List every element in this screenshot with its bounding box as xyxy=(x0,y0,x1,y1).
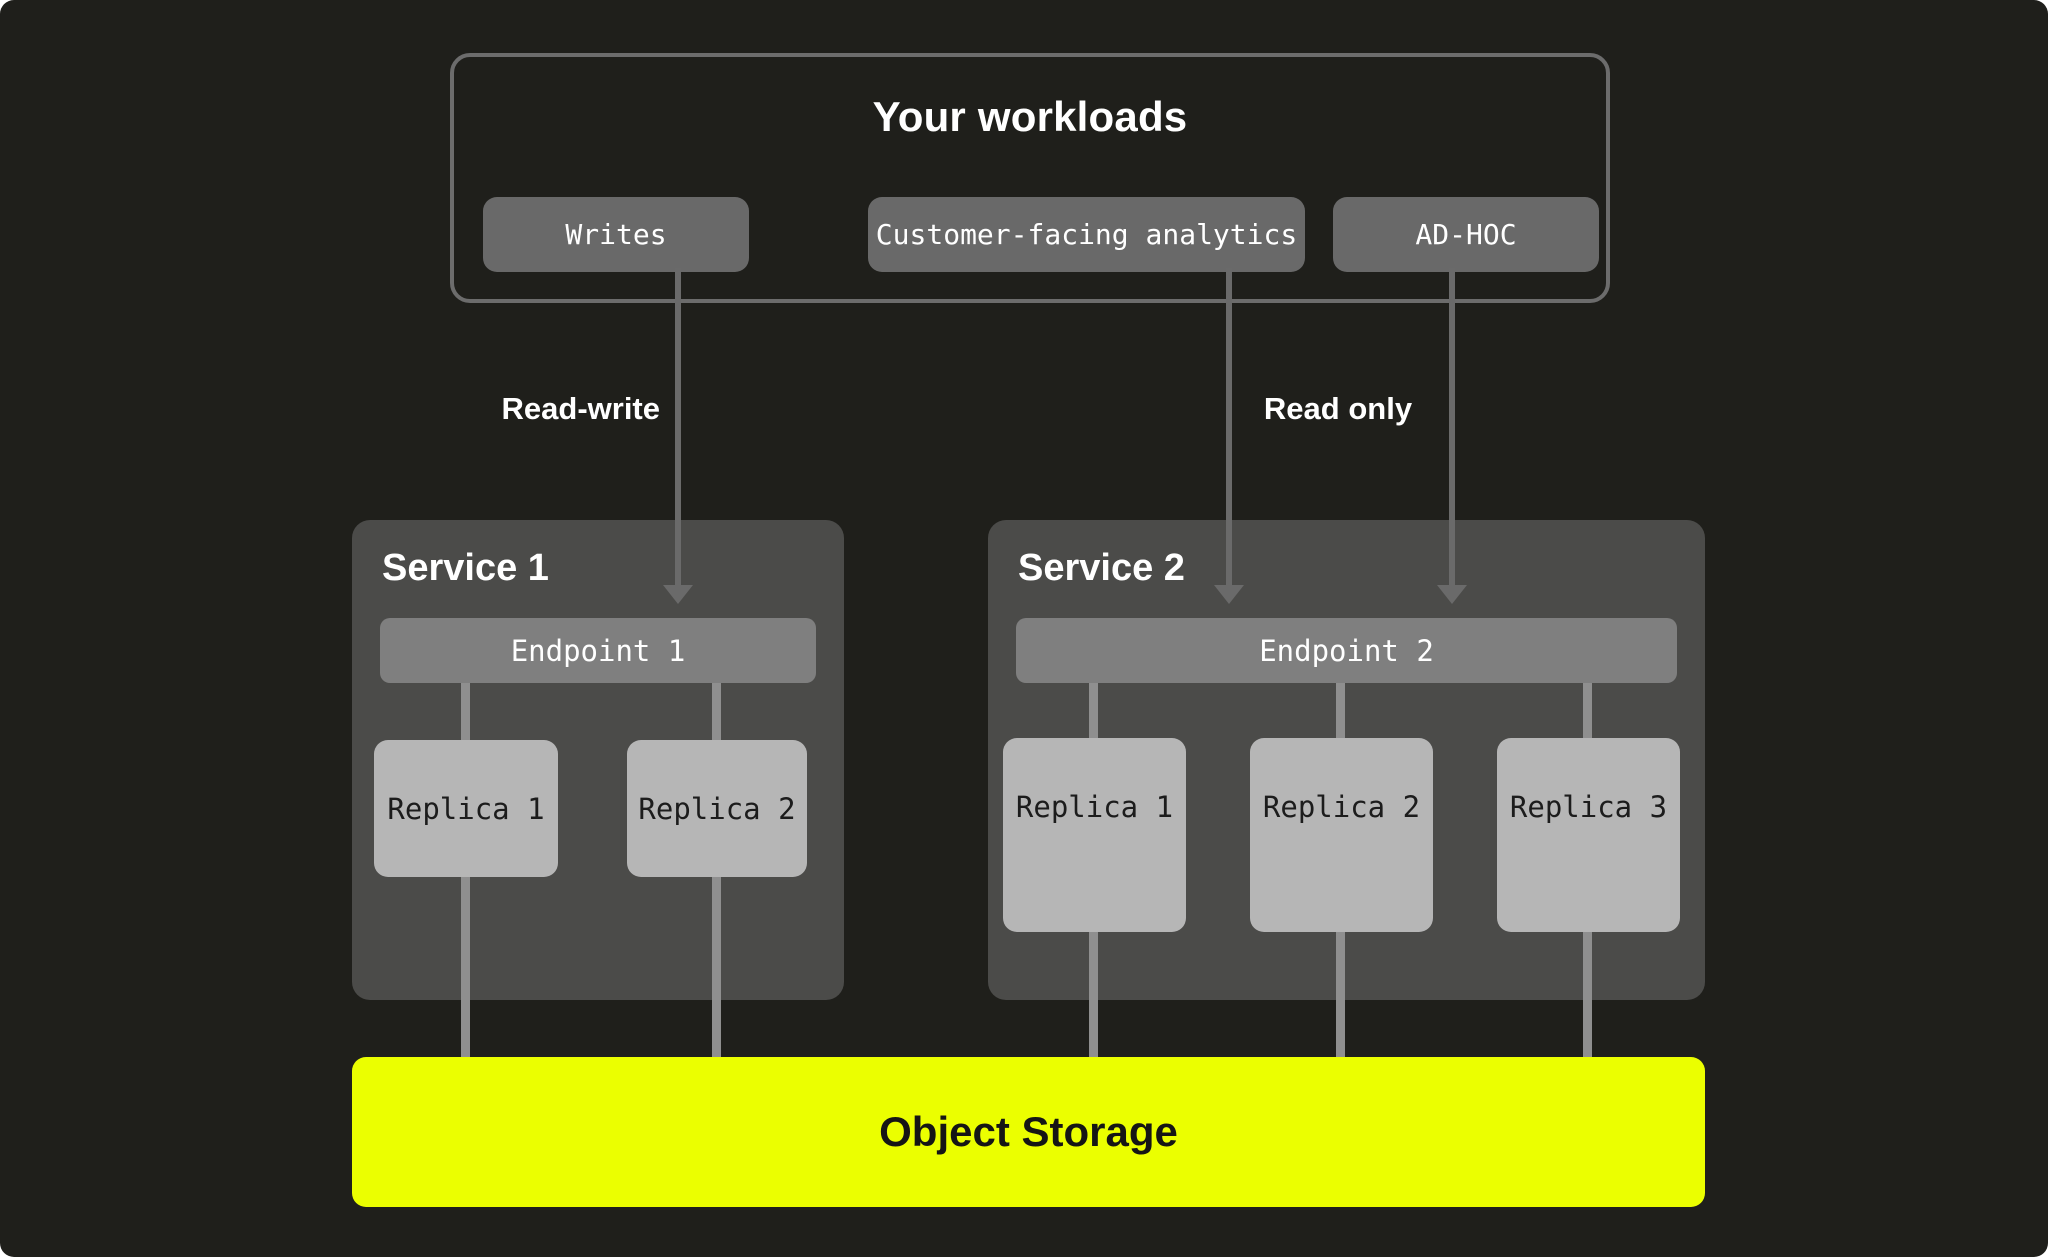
workloads-title: Your workloads xyxy=(872,93,1188,140)
service-2-replica-2: Replica 2 xyxy=(1250,738,1433,932)
service-2-replica-1: Replica 1 xyxy=(1003,738,1186,932)
writes-arrow-line xyxy=(675,268,681,585)
workloads-group-box: Your workloads Writes Customer-facing an… xyxy=(450,53,1610,303)
service-1-endpoint: Endpoint 1 xyxy=(380,618,816,683)
analytics-arrow-line xyxy=(1226,268,1232,585)
object-storage-label: Object Storage xyxy=(879,1108,1178,1155)
service-2-endpoint: Endpoint 2 xyxy=(1016,618,1677,683)
read-write-label: Read-write xyxy=(501,391,660,426)
service-1-title: Service 1 xyxy=(382,547,549,589)
analytics-arrowhead-icon xyxy=(1214,585,1244,604)
service-1-card: Service 1 Endpoint 1 Replica 1 Replica 2 xyxy=(352,520,844,1000)
service-2-title: Service 2 xyxy=(1018,547,1185,589)
adhoc-arrow-line xyxy=(1449,268,1455,585)
read-only-label: Read only xyxy=(1263,391,1413,426)
service-2-card: Service 2 Endpoint 2 Replica 1 Replica 2… xyxy=(988,520,1705,1000)
service-1-replica-1: Replica 1 xyxy=(374,740,558,877)
workload-chip-writes: Writes xyxy=(483,197,749,272)
writes-arrowhead-icon xyxy=(663,585,693,604)
object-storage-bar: Object Storage xyxy=(352,1057,1705,1207)
service-1-replica-2: Replica 2 xyxy=(627,740,807,877)
adhoc-arrowhead-icon xyxy=(1437,585,1467,604)
workload-chip-customer-facing-analytics: Customer-facing analytics xyxy=(868,197,1305,272)
workload-chip-ad-hoc: AD-HOC xyxy=(1333,197,1599,272)
service-2-replica-3: Replica 3 xyxy=(1497,738,1680,932)
